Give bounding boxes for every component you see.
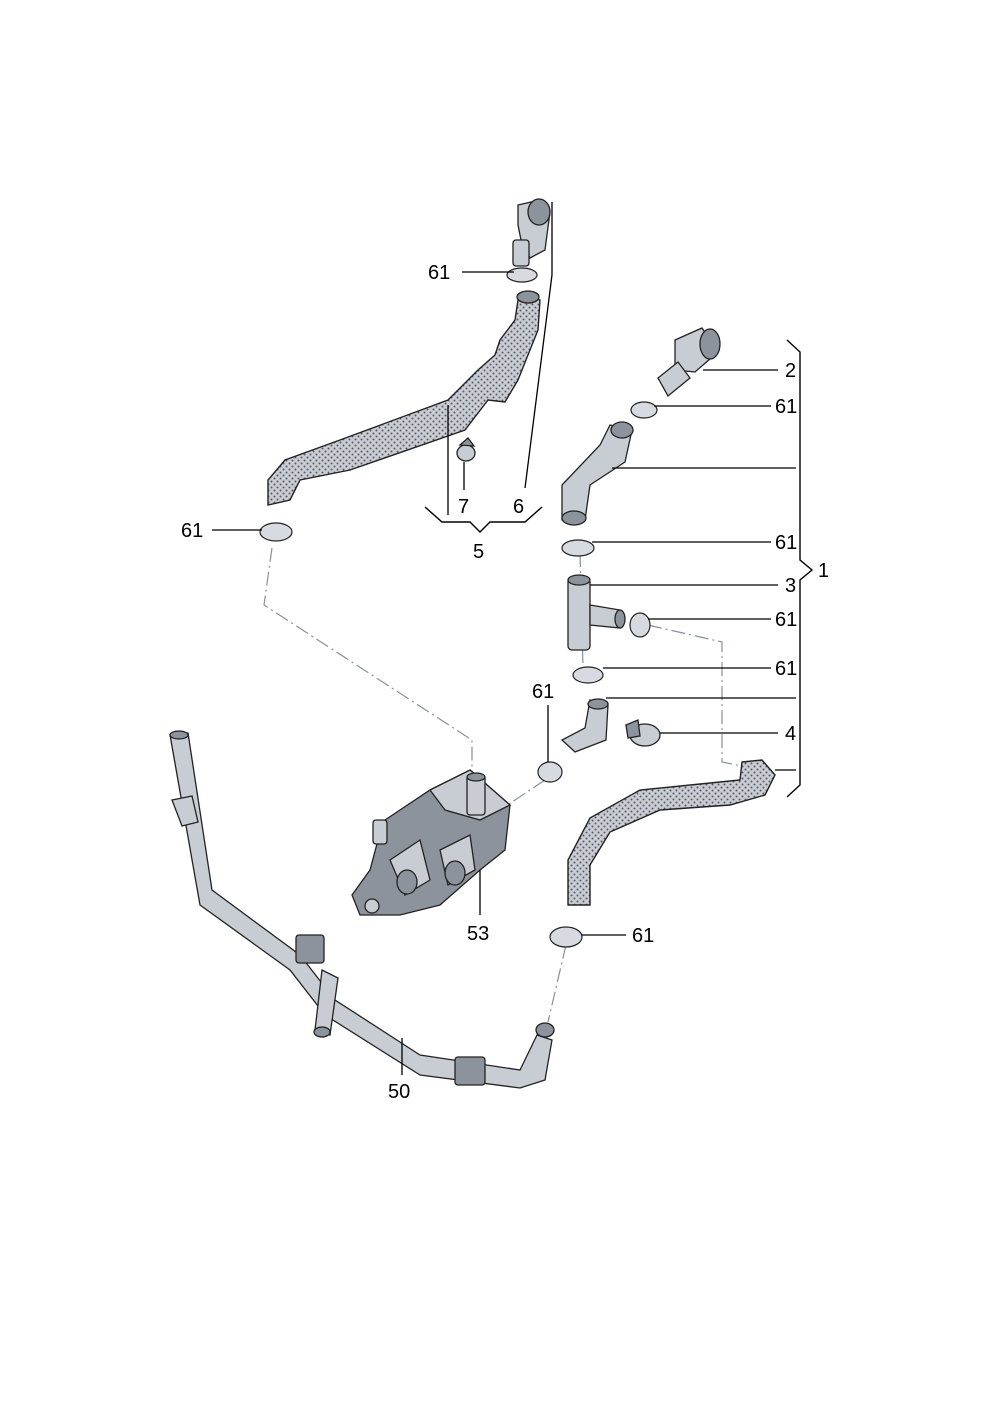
- callout-61-upper: 61: [428, 262, 450, 284]
- coolant-housing-53: [351, 769, 512, 916]
- hose-clamp: [506, 267, 538, 283]
- callout-61-r1: 61: [775, 396, 797, 418]
- callout-labels: 61 7 6 5 61 2 61 61 1 3 61 61 61 4 53 61…: [181, 262, 829, 1103]
- callout-2: 2: [785, 360, 796, 382]
- callout-5: 5: [473, 541, 484, 563]
- leader-lines: [212, 202, 796, 1075]
- callout-1: 1: [818, 560, 829, 582]
- group-brace-1: [786, 339, 814, 798]
- callout-53: 53: [467, 923, 489, 945]
- t-piece-3: [567, 574, 626, 651]
- callout-61-r2: 61: [775, 532, 797, 554]
- hose-clamp: [259, 522, 293, 542]
- hose-clamp: [549, 926, 583, 948]
- callout-7: 7: [458, 496, 469, 518]
- clip-7: [456, 437, 476, 462]
- clip-4: [625, 719, 661, 747]
- callout-3: 3: [785, 575, 796, 597]
- hose-clamp: [630, 401, 658, 419]
- hose-clamp: [629, 612, 651, 638]
- callout-61-mid: 61: [532, 681, 554, 703]
- connector-6: [512, 198, 551, 267]
- hose-assembly-1: [537, 327, 776, 948]
- hose-assembly-5: [259, 198, 551, 542]
- group-bracket-5: [424, 506, 543, 533]
- callout-61-left: 61: [181, 520, 203, 542]
- coolant-hose-upper: [267, 294, 541, 506]
- hose-clamp: [537, 761, 563, 783]
- callout-6: 6: [513, 496, 524, 518]
- callout-61-r4: 61: [775, 658, 797, 680]
- callout-61-r3: 61: [775, 609, 797, 631]
- hose-clamp: [572, 666, 604, 684]
- callout-4: 4: [785, 723, 796, 745]
- coolant-pipe-50: [169, 730, 555, 1089]
- hose-clamp: [561, 539, 595, 557]
- callout-50: 50: [388, 1081, 410, 1103]
- connector-2: [657, 327, 721, 397]
- callout-61-bottom: 61: [632, 925, 654, 947]
- coolant-hose-long: [567, 759, 776, 906]
- coolant-hose-elbow: [561, 424, 633, 521]
